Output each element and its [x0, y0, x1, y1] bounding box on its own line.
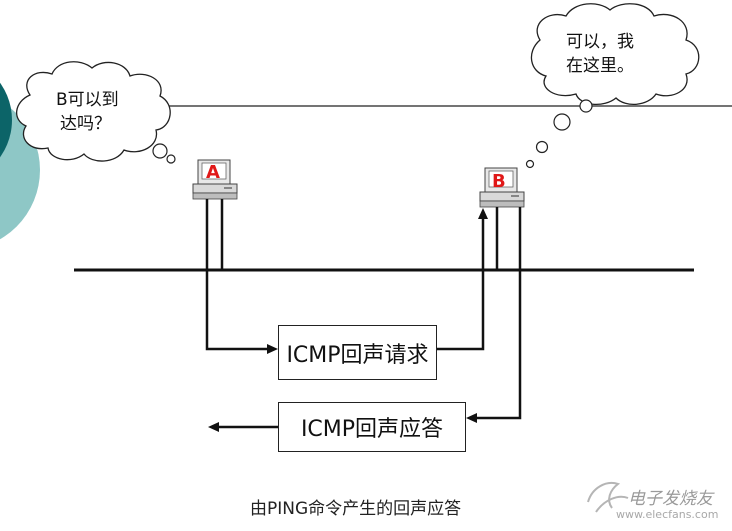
diagram-caption: 由PING命令产生的回声应答 — [250, 499, 462, 519]
host-a-computer-icon — [192, 159, 238, 200]
right-bubble-line-2: 在这里。 — [566, 56, 634, 76]
left-bubble-line-2: 达吗？ — [60, 114, 111, 134]
watermark-logo-icon — [587, 482, 629, 513]
left-bubble-line-1: B可以到 — [56, 90, 119, 110]
host-b-computer-icon — [479, 167, 525, 208]
watermark-brand: 电子发烧友 — [628, 489, 713, 509]
icmp-reply-box: ICMP回声应答 — [278, 402, 466, 452]
host-b-label: B — [492, 171, 506, 192]
right-thought-bubble — [525, 3, 700, 169]
icmp-reply-label: ICMP回声应答 — [300, 417, 444, 442]
left-bubble-text: B可以到 达吗？ — [56, 88, 119, 136]
reply-path — [208, 270, 522, 432]
host-a-label: A — [206, 162, 220, 183]
right-bubble-text: 可以，我 在这里。 — [566, 30, 634, 78]
icmp-request-label: ICMP回声请求 — [286, 342, 429, 368]
request-path — [205, 208, 488, 354]
watermark-url: www.elecfans.com — [616, 508, 719, 521]
left-thought-bubble — [16, 61, 176, 164]
decor-circle-dark — [0, 82, 12, 158]
icmp-request-box: ICMP回声请求 — [278, 325, 437, 380]
right-bubble-line-1: 可以，我 — [566, 32, 634, 52]
